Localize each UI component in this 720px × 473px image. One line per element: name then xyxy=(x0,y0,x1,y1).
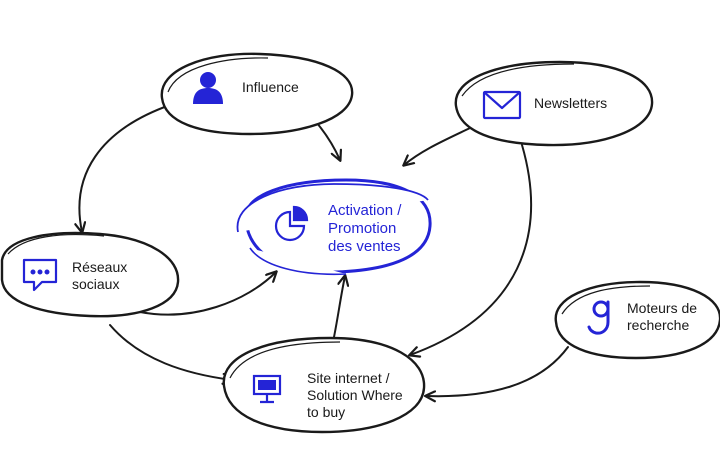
envelope-icon xyxy=(482,90,522,120)
node-reseaux-shape xyxy=(0,231,180,318)
node-site-shape xyxy=(222,336,426,434)
node-ellipses xyxy=(0,52,720,434)
edge-newsletters-site xyxy=(410,144,533,355)
monitor-icon xyxy=(252,374,282,404)
person-icon xyxy=(193,72,223,104)
node-reseaux-label: Réseaux sociaux xyxy=(72,259,128,292)
node-influence-label: Influence xyxy=(242,79,299,95)
node-site-label: Site internet / Solution Where to buy xyxy=(307,370,403,420)
node-moteurs-label: Moteurs de recherche xyxy=(627,300,698,333)
node-newsletters-label: Newsletters xyxy=(534,95,608,111)
node-moteurs-shape xyxy=(554,280,720,360)
node-activation-shape xyxy=(236,178,432,276)
edge-site-activation xyxy=(332,276,345,343)
edge-influence-reseaux xyxy=(79,104,171,232)
edge-moteurs-site xyxy=(426,346,569,396)
google-g-icon xyxy=(587,300,610,335)
edge-reseaux-site xyxy=(109,324,232,380)
chat-bubble-icon xyxy=(22,258,58,292)
pie-chart-icon xyxy=(274,205,309,242)
node-newsletters-shape xyxy=(454,60,654,147)
edge-newsletters-activation xyxy=(404,127,471,165)
node-activation-label: Activation / Promotion des ventes xyxy=(328,202,402,255)
edge-reseaux-activation xyxy=(139,272,276,316)
edges xyxy=(79,104,569,396)
